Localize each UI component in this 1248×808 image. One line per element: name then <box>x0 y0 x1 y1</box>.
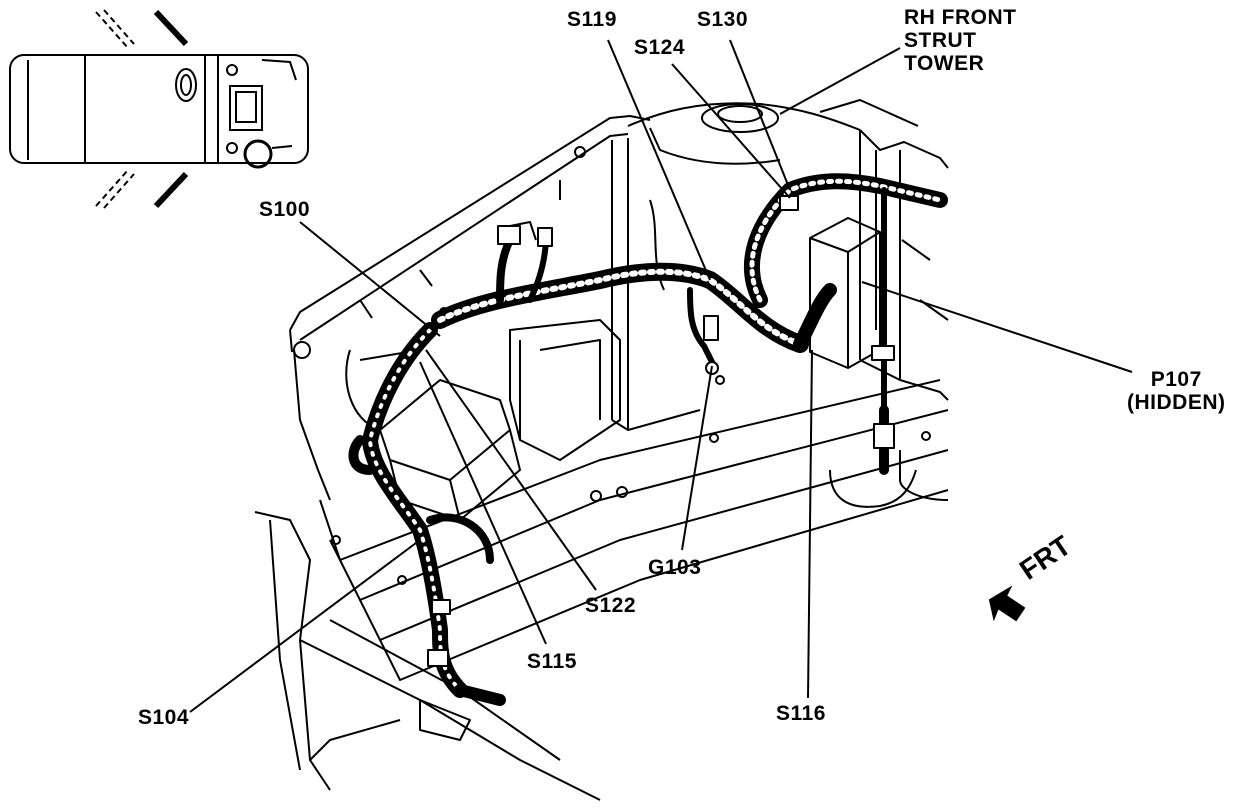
callout-leader-lines <box>189 39 1133 713</box>
leader-s115 <box>419 361 547 645</box>
label-rh-front-strut-tower-line-3: TOWER <box>904 52 985 75</box>
label-p107-line-1: P107 <box>1150 368 1202 391</box>
leader-p107 <box>861 281 1133 373</box>
leader-s130 <box>729 39 791 191</box>
label-p107: P107 (HIDDEN) <box>1127 368 1226 414</box>
leader-rh-front-strut-tower <box>779 47 901 115</box>
vehicle-locator-inset <box>9 9 309 209</box>
label-s116: S116 <box>776 702 826 725</box>
label-s130: S130 <box>697 8 749 31</box>
wiring-harness <box>348 173 948 706</box>
leader-s124 <box>671 63 791 199</box>
label-p107-line-2: (HIDDEN) <box>1127 391 1226 414</box>
label-s115: S115 <box>527 650 577 673</box>
label-rh-front-strut-tower-line-2: STRUT <box>904 29 977 52</box>
label-rh-front-strut-tower: RH FRONT STRUT TOWER <box>904 6 1017 75</box>
label-s100: S100 <box>259 198 311 221</box>
label-s104: S104 <box>138 706 190 729</box>
label-s124: S124 <box>634 36 686 59</box>
leader-s119 <box>607 39 711 281</box>
body-structure-lineart <box>254 99 949 801</box>
leader-g103 <box>681 365 713 551</box>
leader-s116 <box>807 349 813 699</box>
label-s119: S119 <box>567 8 617 31</box>
label-g103: G103 <box>648 556 702 579</box>
front-direction-arrow-icon <box>988 585 1026 622</box>
leader-s100 <box>299 221 441 337</box>
label-s122: S122 <box>585 594 637 617</box>
leader-s122 <box>425 349 597 591</box>
label-rh-front-strut-tower-line-1: RH FRONT <box>904 6 1017 29</box>
leader-s104 <box>189 539 421 713</box>
